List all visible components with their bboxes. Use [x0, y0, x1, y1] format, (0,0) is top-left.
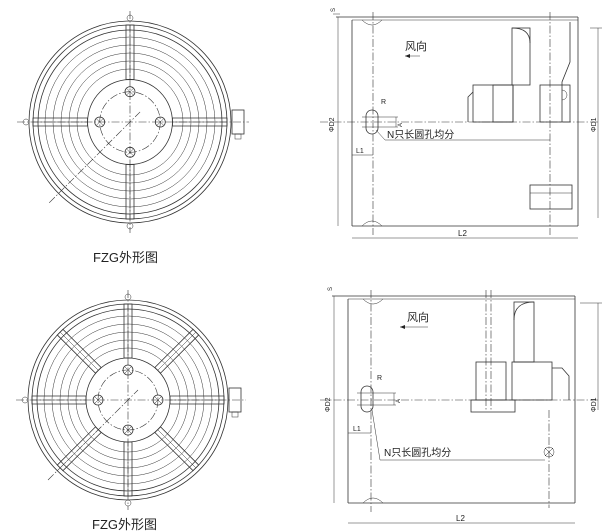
support-spoke [172, 117, 228, 127]
slot-note-bottom: N只长圆孔均分 [384, 447, 451, 459]
dim-a-bottom: A [396, 399, 402, 403]
spoke-center [157, 331, 197, 371]
dim-d2-bottom: ΦD2 [325, 397, 332, 412]
wind-direction-label-bottom: 风向 [407, 310, 429, 324]
bolt-icon [124, 146, 136, 158]
bolt-cross [157, 118, 164, 126]
spoke-center [59, 429, 99, 469]
bolt-icon [122, 364, 134, 376]
support-spoke [169, 395, 225, 405]
support-spoke [56, 328, 102, 374]
side-view-top [320, 12, 602, 239]
bolt-icon [94, 116, 106, 128]
mount-bolt-icon [126, 222, 134, 230]
bolt-icon [152, 394, 164, 406]
cable-gland [231, 411, 239, 418]
bolt-cross [126, 149, 134, 156]
support-spoke [125, 164, 135, 220]
support-spoke [56, 426, 102, 472]
cable-gland [234, 133, 242, 140]
dim-d2-top: ΦD2 [329, 117, 336, 132]
dim-a-top: A [398, 123, 404, 127]
wind-direction-label-top: 风向 [405, 39, 427, 53]
dim-l1-bottom: L1 [353, 426, 361, 433]
support-spoke [32, 117, 88, 127]
dim-r-bottom: R [377, 375, 382, 382]
spoke-center [59, 331, 99, 371]
support-spoke [125, 24, 135, 80]
mount-bolt-icon [124, 293, 132, 301]
bolt-icon [124, 86, 136, 98]
dim-l2-bottom: L2 [456, 514, 465, 523]
dim-s-bottom: S [328, 287, 334, 291]
support-spoke [123, 441, 133, 497]
mount-bolt-icon [22, 118, 30, 126]
bolt-cross [94, 396, 102, 404]
caption-bottom: FZG外形图 [92, 517, 157, 532]
support-spoke [31, 395, 87, 405]
dim-s-top: S [331, 8, 337, 12]
bolt-cross [96, 118, 103, 126]
caption-top: FZG外形图 [93, 250, 158, 265]
support-spoke [154, 426, 200, 472]
bolt-cross [154, 396, 162, 404]
slot-note-top: N只长圆孔均分 [387, 129, 454, 141]
front-view-bottom [16, 290, 246, 510]
dim-d1-bottom: ΦD1 [591, 397, 598, 412]
bolt-icon [122, 424, 134, 436]
bolt-cross [124, 366, 132, 374]
bolt-cross [124, 426, 132, 434]
dim-l1-top: L1 [356, 148, 364, 155]
dim-d1-top: ΦD1 [591, 117, 598, 132]
dim-r-top: R [381, 99, 386, 106]
bolt-icon [154, 116, 166, 128]
dim-l2-top: L2 [458, 229, 467, 238]
support-spoke [123, 303, 133, 359]
diagonal-line [48, 111, 141, 204]
mount-bolt-icon [124, 499, 132, 507]
mount-bolt-icon [126, 14, 134, 22]
bolt-cross [126, 88, 134, 95]
bolt-icon [92, 394, 104, 406]
front-view-top [17, 11, 249, 233]
spoke-center [157, 429, 197, 469]
mount-bolt-icon [21, 396, 29, 404]
side-view-bottom [320, 290, 602, 524]
support-spoke [154, 328, 200, 374]
